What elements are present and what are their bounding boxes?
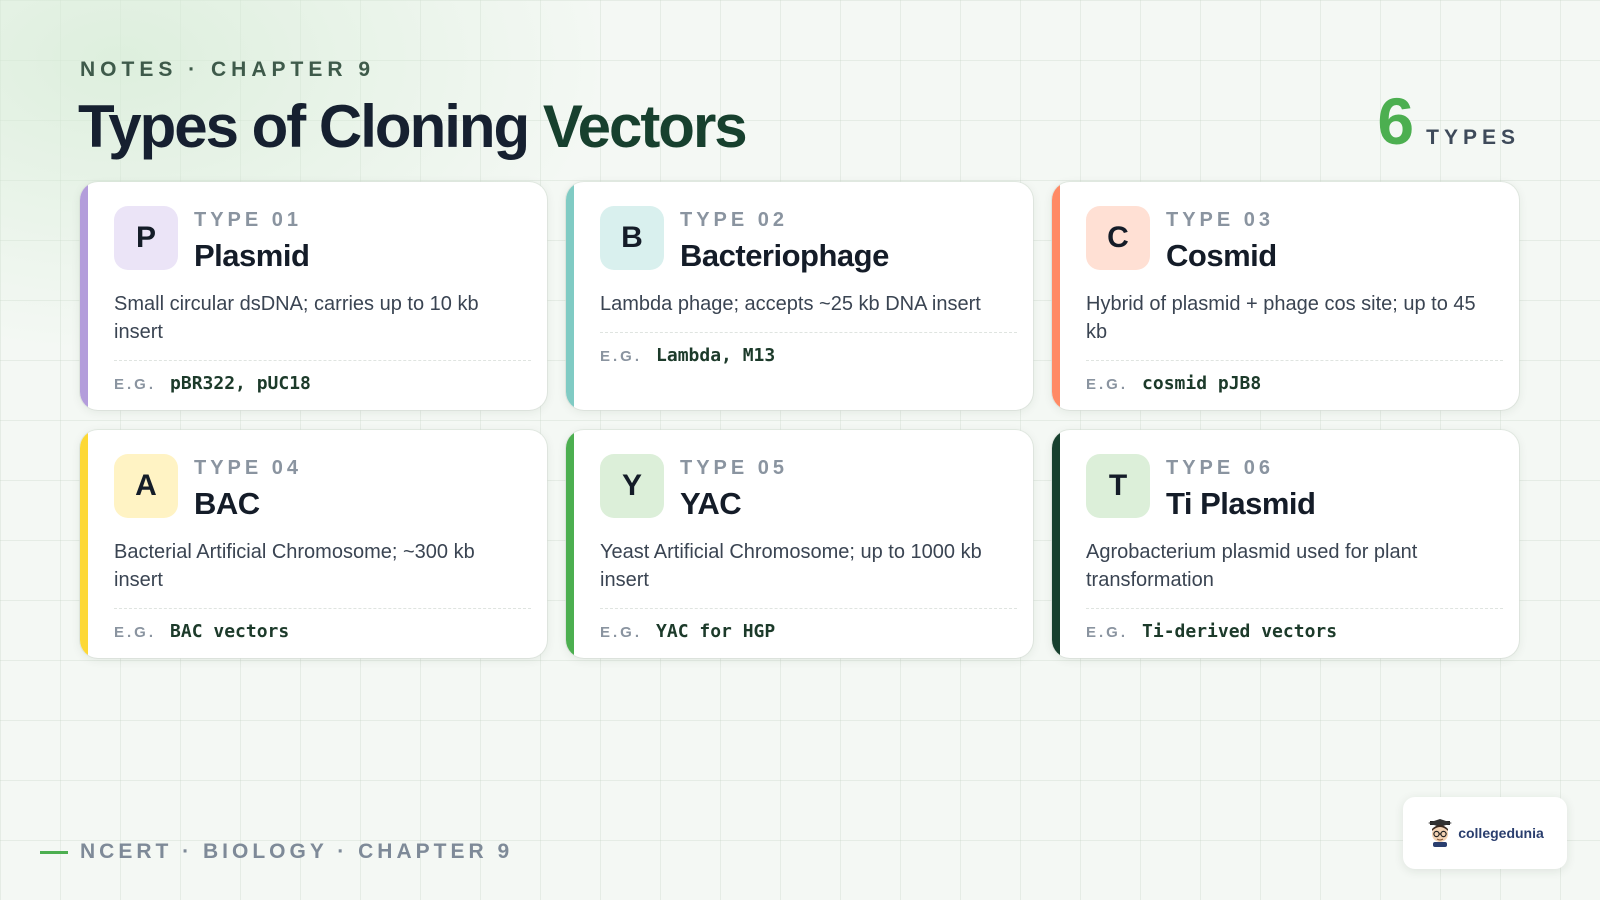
example-label: E.G. [600,624,643,641]
brand-logo[interactable]: collegedunia [1403,797,1567,869]
card-description: Bacterial Artificial Chromosome; ~300 kb… [114,541,475,591]
card-type-label: TYPE 04 [194,457,303,479]
card-heading: TYPE 04 BAC [194,454,302,524]
example-value: pBR322, pUC18 [170,373,311,394]
type-count-label: TYPES [1426,126,1520,149]
card-accent-bar [1052,182,1060,410]
card-description: Hybrid of plasmid + phage cos site; up t… [1086,293,1476,343]
card-header: T TYPE 06 Ti Plasmid [1086,454,1493,524]
example-value: Lambda, M13 [656,345,776,366]
card-example: E.G. cosmid pJB8 [1086,373,1493,394]
card-name: Plasmid [194,238,310,273]
card-description: Lambda phage; accepts ~25 kb DNA insert [600,293,981,315]
card-divider [114,608,531,609]
card-type-label: TYPE 01 [194,209,303,231]
card-example: E.G. Lambda, M13 [600,345,1007,366]
example-label: E.G. [1086,376,1129,393]
card-name: YAC [680,486,742,521]
card-name: Ti Plasmid [1166,486,1316,521]
card-letter-badge: C [1086,206,1150,270]
card-divider [1086,608,1503,609]
card-divider [1086,360,1503,361]
card-name: BAC [194,486,260,521]
title-accent: Vectors [542,93,748,160]
card-heading: TYPE 01 Plasmid [194,206,310,276]
example-value: cosmid pJB8 [1142,373,1262,394]
example-value: YAC for HGP [656,621,776,642]
footer-text: NCERT · BIOLOGY · CHAPTER 9 [80,840,514,863]
brand-name: collegedunia [1458,825,1544,841]
card-name: Bacteriophage [680,238,889,273]
example-label: E.G. [114,624,157,641]
card-accent-bar [566,182,574,410]
card-letter-badge: T [1086,454,1150,518]
card-heading: TYPE 03 Cosmid [1166,206,1277,276]
card-divider [600,608,1017,609]
card-heading: TYPE 02 Bacteriophage [680,206,889,276]
footer: NCERT · BIOLOGY · CHAPTER 9 [40,840,513,864]
card-type-label: TYPE 05 [680,457,789,479]
chapter-kicker: NOTES · CHAPTER 9 [80,58,376,81]
card-header: C TYPE 03 Cosmid [1086,206,1493,276]
vector-card[interactable]: Y TYPE 05 YAC Yeast Artificial Chromosom… [566,430,1033,658]
card-type-label: TYPE 02 [680,209,789,231]
footer-accent-line [40,850,68,854]
card-example: E.G. YAC for HGP [600,621,1007,642]
example-label: E.G. [114,376,157,393]
title-main: Types of Cloning [78,93,543,160]
vector-card[interactable]: T TYPE 06 Ti Plasmid Agrobacterium plasm… [1052,430,1519,658]
card-accent-bar [80,182,88,410]
card-letter-badge: A [114,454,178,518]
card-accent-bar [1052,430,1060,658]
card-type-label: TYPE 03 [1166,209,1275,231]
card-description: Small circular dsDNA; carries up to 10 k… [114,293,479,343]
card-name: Cosmid [1166,238,1277,273]
type-count-number: 6 [1377,84,1415,158]
card-accent-bar [80,430,88,658]
card-letter-badge: B [600,206,664,270]
example-label: E.G. [1086,624,1129,641]
card-description: Agrobacterium plasmid used for plant tra… [1086,541,1418,591]
card-letter-badge: P [114,206,178,270]
card-heading: TYPE 05 YAC [680,454,788,524]
card-accent-bar [566,430,574,658]
vector-card[interactable]: A TYPE 04 BAC Bacterial Artificial Chrom… [80,430,547,658]
example-value: Ti-derived vectors [1142,621,1338,642]
vector-card[interactable]: P TYPE 01 Plasmid Small circular dsDNA; … [80,182,547,410]
card-type-label: TYPE 06 [1166,457,1275,479]
card-divider [600,332,1017,333]
vector-card[interactable]: B TYPE 02 Bacteriophage Lambda phage; ac… [566,182,1033,410]
card-example: E.G. pBR322, pUC18 [114,373,521,394]
page-title: Types of Cloning Vectors [78,92,748,161]
card-letter-badge: Y [600,454,664,518]
example-label: E.G. [600,348,643,365]
student-mascot-icon [1428,819,1453,847]
example-value: BAC vectors [170,621,290,642]
type-count: 6 TYPES [1377,88,1520,154]
vector-cards-grid: P TYPE 01 Plasmid Small circular dsDNA; … [80,182,1519,658]
card-description: Yeast Artificial Chromosome; up to 1000 … [600,541,982,591]
card-example: E.G. BAC vectors [114,621,521,642]
card-heading: TYPE 06 Ti Plasmid [1166,454,1316,524]
card-header: B TYPE 02 Bacteriophage [600,206,1007,276]
card-header: Y TYPE 05 YAC [600,454,1007,524]
card-divider [114,360,531,361]
vector-card[interactable]: C TYPE 03 Cosmid Hybrid of plasmid + pha… [1052,182,1519,410]
card-example: E.G. Ti-derived vectors [1086,621,1493,642]
card-header: A TYPE 04 BAC [114,454,521,524]
card-header: P TYPE 01 Plasmid [114,206,521,276]
